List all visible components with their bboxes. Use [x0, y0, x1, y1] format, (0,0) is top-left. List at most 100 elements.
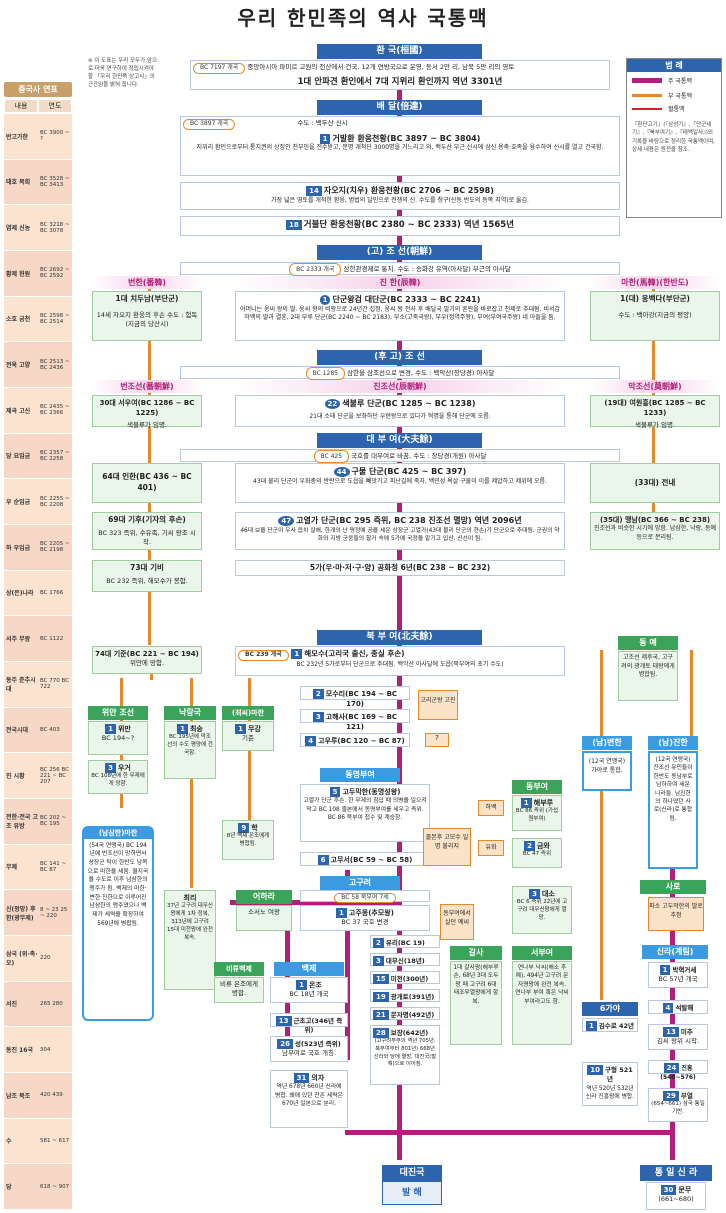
daebuyeo-beon-king: 64대 인한(BC 436 ~ BC 401)	[102, 472, 192, 492]
page-title: 우리 한민족의 역사 국통맥	[237, 6, 489, 30]
eastbuyeo-k1-desc: BC 86 즉위 (가섭원부여)	[515, 808, 559, 823]
hwanguk-title: 환 국(桓國)	[317, 44, 482, 59]
unified-k30: 문무	[678, 1186, 692, 1194]
timeline-col-name: 내용	[5, 100, 37, 112]
gaya-header: 6가야	[582, 1002, 638, 1016]
unified-k30-desc: (661~680)	[658, 1195, 694, 1204]
gojoseon-title: (고) 조 선(朝鮮)	[317, 245, 482, 260]
timeline-row-name: 전국시대	[6, 727, 29, 735]
hwanguk-line2: 1대 안파견 환인에서 7대 지위리 환인까지 역년 3301년	[297, 76, 503, 87]
timeline-row-date: 618 ~ 907	[40, 1183, 70, 1190]
timeline-row-name: 상(은)나라	[6, 590, 34, 598]
hugojoseon-cap: 삼한을 삼조선으로 변경, 수도 : 백악산(장당경) 아사달	[347, 369, 495, 377]
bukbuyeo-k2-num: 2	[312, 689, 324, 700]
timeline-row: 전국시대 BC 403	[4, 707, 72, 753]
baekje-k1-desc: BC 18년 개국	[289, 990, 329, 999]
gojoseon-jin-num: 1	[319, 295, 331, 306]
seobuyeo-desc: 연나부 낙씨(해소 후예), 494년 고구려 문자명왕에 완전 복속. 연나부…	[512, 961, 572, 1045]
timeline-row-name: 무제	[6, 864, 18, 872]
daebuyeo-cap-box: BC 425 국호를 대부여로 바꿈, 수도 : 장당경(개원) 아사달	[180, 449, 620, 463]
jolbon-box: 졸본후 고모수 일명 불리지	[423, 828, 471, 866]
gojoseon-tag: BC 2333 개국	[289, 263, 342, 276]
goguryeo-side-box: 동부여에서 살던 예씨	[440, 904, 474, 940]
timeline-row-date: BC 403	[40, 726, 60, 733]
gojoseon-cap-box: BC 2333 개국 삼한관경제로 통치. 수도 : 송화강 유역(아사달) 부…	[180, 262, 620, 276]
legend-title: 범 례	[627, 59, 721, 72]
baekje-k31-num: 31	[293, 1073, 310, 1084]
daebuyeo-beon2-box: 69대 기후(기자의 후손) BC 323 즉위, 수유족, 기씨 왕조 시작.	[92, 512, 202, 550]
nakrang-k1: 최숭	[189, 725, 203, 733]
nakrang-header: 낙랑국	[164, 706, 216, 720]
hugojoseon-tag: BC 1285	[305, 367, 345, 380]
gaya-k1: 김수로 42년	[598, 1022, 635, 1030]
silla-k13: 미추	[680, 1028, 693, 1036]
timeline-row: 염제 신농 BC 3218 ~ BC 3078	[4, 205, 72, 250]
timeline-row-date: 304	[40, 1046, 51, 1053]
jinhan-desc: (12국 연맹국) 진조선 유민들이 한반도 동남부로 남하하여 세운 나라들.…	[648, 751, 698, 869]
wiman-k1-num: 1	[105, 724, 116, 735]
legend-main-swatch	[632, 78, 662, 83]
seobuyeo-header: 서부여	[512, 946, 572, 960]
legend-blood-label: 혈통맥	[668, 106, 685, 113]
wiman-k3: 우거	[117, 764, 131, 772]
hwanguk-box: BC 7197 개국 중앙아시아 파미르 고원의 천산에서 건국. 12개 연방…	[190, 60, 610, 90]
baedal-k1-num: 1	[319, 133, 331, 144]
daebuyeo-cap: 국호를 대부여로 바꿈, 수도 : 장당경(개원) 아사달	[351, 452, 487, 460]
bukbuyeo-k1: 해모수(고리국 출신, 종실 후손)	[304, 649, 405, 658]
silla-k29-desc: (654~661) 삼국 통일 기반.	[651, 1101, 705, 1116]
daebuyeo-mak-king2: (35대) 맹남(BC 366 ~ BC 238)	[599, 516, 711, 524]
legend-main: 주 국통맥	[627, 72, 721, 89]
timeline-row-name: 소호 금천	[6, 316, 31, 324]
baedal-tag: BC 3897 개국	[183, 119, 236, 130]
timeline-row-date: BC 2205 ~ BC 2198	[40, 541, 70, 554]
gojoseon-ma-desc: 수도 : 백아강(지금의 평양)	[618, 310, 692, 319]
dongbuyeo-k5-desc: 고열가 단군 후손. 한 무제의 침입 때 의병을 일으켜 막고 BC 108 …	[303, 798, 427, 821]
namsammahan-header: (남삼한)마한	[84, 828, 152, 839]
unified-k30-num: 30	[660, 1185, 677, 1196]
silla-k1: 박혁거세	[672, 966, 697, 974]
daebuyeo-mak-king: (33대) 전내	[634, 477, 676, 487]
gojoseon-ma-king: 1(대) 웅백다(부단군)	[620, 294, 690, 303]
eastbuyeo-k1: 해부루	[533, 799, 554, 807]
timeline-row-name: 동주 춘추시대	[6, 677, 36, 694]
saro-header: 사로	[640, 880, 706, 894]
daebuyeo-beon-desc2: BC 323 즉위, 수유족, 기씨 왕조 시작.	[98, 528, 196, 547]
eastbuyeo-k2-desc: BC 47 즉위	[522, 851, 552, 858]
timeline-row-date: BC 3218 ~ BC 3078	[40, 221, 70, 234]
jinhan-header: (남)진한	[648, 736, 698, 750]
gojoseon-cap: 삼한관경제로 통치. 수도 : 송화강 유역(아사달) 부근의 아사달	[343, 265, 511, 273]
namsammahan-box: (남삼한)마한 (54국 연맹국) BC 194년에 번조선이 망하면서 상장군…	[82, 826, 154, 1021]
timeline-row-name: 삼국 (위·촉·오)	[6, 951, 38, 968]
timeline-row-date: 8 ~ 23 25 ~ 220	[40, 906, 68, 919]
goguryeo-k21: 문자명(492년)	[390, 1011, 435, 1019]
timeline-col-date: 연도	[39, 100, 71, 112]
daebuyeo-beon-king3: 73대 기비	[130, 563, 164, 572]
timeline-row-name: 전한·전국 고조 유방	[6, 814, 38, 831]
wiman-k1-desc: BC 194~?	[101, 734, 135, 743]
wiman-header: 위만 조선	[88, 706, 148, 720]
gaya-k10-num: 10	[587, 1065, 603, 1076]
baedal-k14-desc: 가장 넓은 영토를 개척한 환웅, 병법의 달인으로 전쟁의 신. 수도를 청구…	[271, 196, 529, 204]
timeline-row: 삼국 (위·촉·오)220	[4, 936, 72, 981]
timeline-row-name: 염제 신농	[6, 225, 31, 233]
goguryeo-k3: 대무신(18년)	[385, 957, 425, 965]
